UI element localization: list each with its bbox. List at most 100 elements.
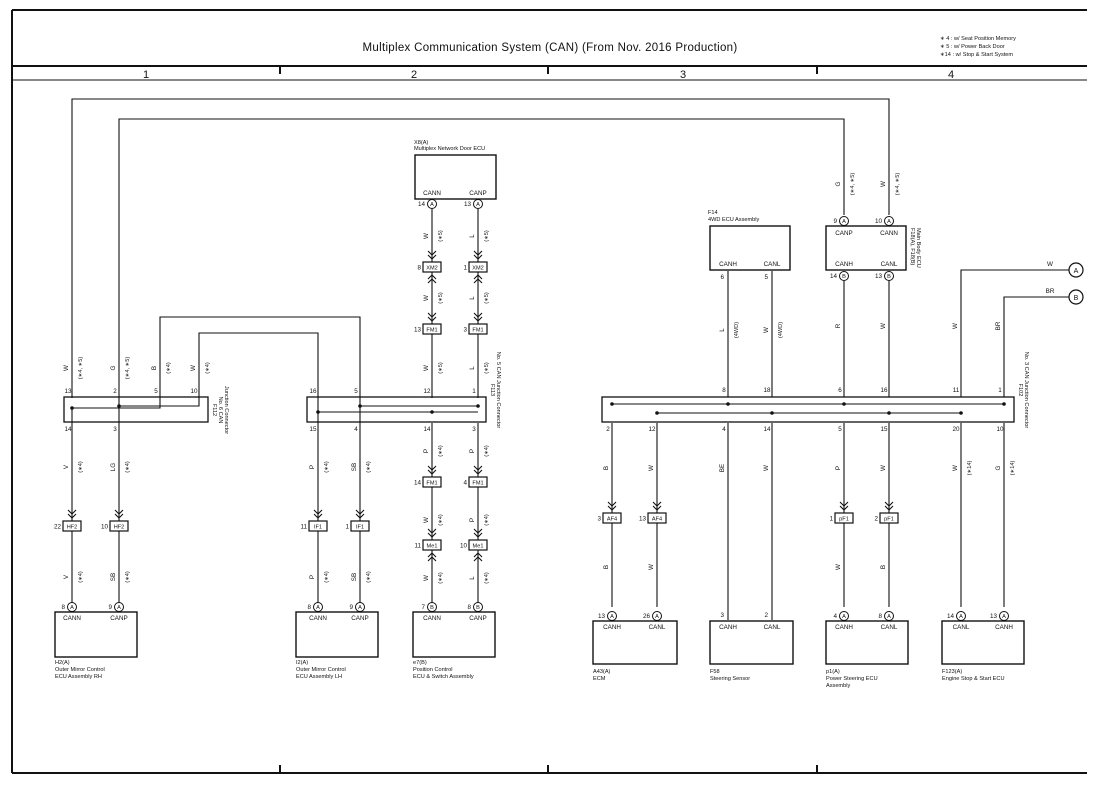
component-code: H2(A) bbox=[55, 660, 70, 666]
wire-condition-text: (∗5) bbox=[438, 230, 444, 242]
connector-letter: A bbox=[1002, 614, 1006, 620]
wire-color: W bbox=[423, 295, 430, 301]
pin-label: CANP bbox=[469, 615, 487, 622]
wire-condition-text: (∗4) bbox=[78, 461, 84, 473]
wire-labels: W(∗4, ∗5)G(∗4, ∗5)B(∗4)W(∗4)W(∗5)L(∗5)W(… bbox=[63, 173, 1016, 584]
pin-label: CANH bbox=[719, 624, 737, 631]
wire-condition-text: (∗4) bbox=[324, 571, 330, 583]
pin-number: 5 bbox=[354, 388, 358, 395]
pin-number: 6 bbox=[720, 274, 724, 281]
pin-number: 18 bbox=[763, 387, 771, 394]
wire-condition: (∗5) bbox=[438, 362, 444, 374]
connector-letter: A bbox=[959, 614, 963, 620]
wire-label: W bbox=[190, 365, 197, 371]
ecu-f18: CANP CANN CANH CANL A A B B 9 10 14 13 F… bbox=[825, 216, 921, 281]
pin-number: 2 bbox=[764, 612, 768, 619]
pin-label: CANH bbox=[995, 624, 1013, 631]
wire-label: B bbox=[603, 565, 610, 569]
wire-color: W bbox=[763, 327, 770, 333]
wire-condition: (∗4) bbox=[125, 571, 131, 583]
wire-condition-text: (∗4) bbox=[125, 571, 131, 583]
connector-letter: B bbox=[476, 605, 480, 611]
component-name: Multiplex Network Door ECU bbox=[414, 146, 485, 152]
pin-label: CANN bbox=[423, 615, 441, 622]
pin-number: 1 bbox=[463, 264, 467, 271]
connector-code: IF1 bbox=[314, 524, 322, 530]
pin-label: CANH bbox=[603, 624, 621, 631]
zone-label-3: 3 bbox=[680, 69, 686, 81]
connector-letter: A bbox=[476, 202, 480, 208]
diagram-title: Multiplex Communication System (CAN) (Fr… bbox=[363, 42, 738, 54]
wire-color: W bbox=[423, 365, 430, 371]
wire-condition-text: (∗4) bbox=[366, 571, 372, 583]
pin-number: 8 bbox=[878, 613, 882, 620]
wire-condition-text: (∗4, ∗5) bbox=[850, 173, 856, 196]
junction-name: Junction Connector bbox=[223, 386, 229, 434]
pin-number: 4 bbox=[463, 479, 467, 486]
ecu-x8: X8(A) Multiplex Network Door ECU CANN CA… bbox=[414, 140, 497, 209]
pin-number: 14 bbox=[763, 426, 771, 433]
pin-number: 13 bbox=[639, 515, 647, 522]
pin-label: CANH bbox=[835, 624, 853, 631]
junction-f102-label: F102 No. 3 CAN Junction Connector bbox=[1017, 352, 1029, 429]
zone-label-1: 1 bbox=[143, 69, 149, 81]
connector-letter: B bbox=[430, 605, 434, 611]
connector-code: HF2 bbox=[67, 524, 78, 530]
zone-label-2: 2 bbox=[411, 69, 417, 81]
connector-code: FM1 bbox=[426, 327, 437, 333]
wire-condition: (∗4) bbox=[438, 445, 444, 457]
wire-label: W bbox=[880, 181, 887, 187]
pin-number: 14 bbox=[830, 273, 838, 280]
connector-letter: B bbox=[842, 274, 846, 280]
component-name: Outer Mirror Control bbox=[55, 667, 105, 673]
wire-condition: (∗5) bbox=[484, 292, 490, 304]
ecu-f14: F14 4WD ECU Assembly CANH CANL 6 5 bbox=[708, 210, 791, 281]
component-name: ECU Assembly RH bbox=[55, 674, 102, 680]
wire-label: W bbox=[763, 327, 770, 333]
pin-number: 8 bbox=[307, 604, 311, 611]
pin-number: 2 bbox=[606, 426, 610, 433]
pin-number: 8 bbox=[417, 264, 421, 271]
connector-letter: A bbox=[316, 605, 320, 611]
wire-condition-text: (∗4, ∗5) bbox=[895, 173, 901, 196]
wire-color: W bbox=[763, 465, 770, 471]
pin-number: 14 bbox=[423, 426, 431, 433]
connector-code: pF1 bbox=[839, 516, 849, 522]
wire-condition-text: (∗14) bbox=[967, 461, 973, 476]
pin-number: 5 bbox=[764, 274, 768, 281]
pin-number: 16 bbox=[309, 388, 317, 395]
pin-number: 11 bbox=[300, 523, 307, 530]
wire-condition: (∗4, ∗5) bbox=[895, 173, 901, 196]
wire-label: BE bbox=[719, 464, 726, 472]
pin-number: 14 bbox=[947, 613, 955, 620]
wire-color: V bbox=[63, 574, 70, 579]
component-code: F14 bbox=[708, 210, 718, 216]
wire-color: W bbox=[1047, 261, 1053, 268]
wire-color: BR bbox=[1046, 288, 1055, 295]
wire-label: W bbox=[648, 465, 655, 471]
pin-number: 8 bbox=[61, 604, 65, 611]
pin-number: 10 bbox=[190, 388, 198, 395]
wire-color: SB bbox=[351, 573, 358, 581]
wire-color: W bbox=[648, 564, 655, 570]
component-name: ECU & Switch Assembly bbox=[413, 674, 474, 680]
pin-number: 10 bbox=[875, 218, 883, 225]
wire-color: R bbox=[835, 323, 842, 328]
wire-color: W bbox=[835, 564, 842, 570]
wire-condition-text: (∗5) bbox=[484, 362, 490, 374]
component-code: X8(A) bbox=[414, 140, 428, 146]
pin-number: 4 bbox=[354, 426, 358, 433]
component-name: Steering Sensor bbox=[710, 676, 750, 682]
wire-condition-text: (∗4) bbox=[484, 514, 490, 526]
pin-label: CANL bbox=[764, 624, 781, 631]
wire-condition-text: (∗5) bbox=[438, 292, 444, 304]
wire-condition: (4WD) bbox=[778, 322, 784, 338]
pin-number: 15 bbox=[309, 426, 317, 433]
wire-condition: (∗4) bbox=[366, 571, 372, 583]
wire-color: P bbox=[423, 449, 430, 453]
pin-label: CANN bbox=[309, 615, 327, 622]
junction-f113-label: F113 No. 5 CAN Junction Connector bbox=[489, 352, 501, 429]
wire-condition: (∗4) bbox=[125, 461, 131, 473]
